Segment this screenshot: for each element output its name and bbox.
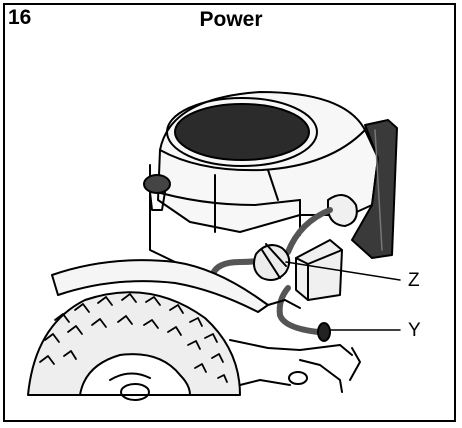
frame-line [229,339,353,356]
left-knob [143,174,171,194]
bolt [288,371,308,385]
fuel-filter [253,244,291,281]
frame-line [299,359,343,393]
page-title: Power [199,8,263,31]
tire [27,291,241,396]
air-filter-cap [174,103,310,161]
frame-line [267,299,301,309]
step-number: 16 [8,6,32,29]
rim-line [109,372,151,381]
fuel-line-lower [276,285,321,335]
callout-label-z: Z [408,270,420,291]
engine-face-line [267,169,279,201]
frame-line [349,347,361,381]
engine-face-line [159,129,366,172]
callout-line-z [285,261,401,281]
side-panel [351,119,398,259]
air-filter-rim [166,97,318,167]
shutoff-valve [317,322,331,342]
hub [120,383,150,401]
callout-label-y: Y [408,320,421,341]
engine-face-line [149,189,301,206]
tire-tread [39,293,228,383]
right-cap [327,194,358,227]
tire-inner [79,353,191,396]
